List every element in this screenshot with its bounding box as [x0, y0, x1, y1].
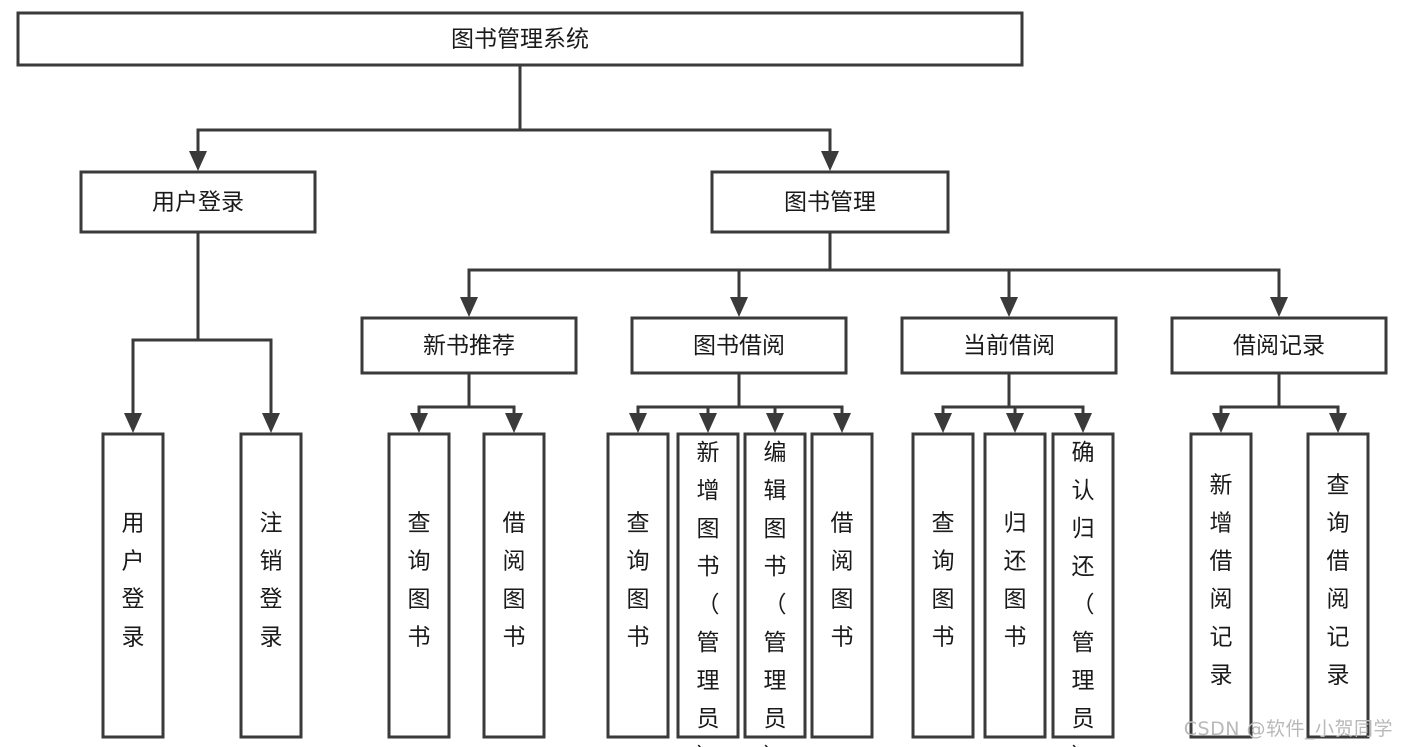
arrow-head-icon — [1270, 297, 1288, 317]
leaf-leaf-query-record[interactable]: 查询借阅记录 — [1306, 432, 1370, 739]
node-layer: 图书管理系统用户登录图书管理新书推荐图书借阅当前借阅借阅记录用户登录注销登录查询… — [16, 11, 1388, 747]
leaf-leaf-add-book[interactable]: 新增图书（管理员） — [676, 432, 740, 747]
node-frame — [676, 432, 740, 739]
leaf-leaf-return-book[interactable]: 归还图书 — [983, 432, 1047, 739]
leaf-leaf-user-logout[interactable]: 注销登录 — [239, 432, 303, 739]
arrow-head-icon — [934, 413, 952, 433]
arrow-head-icon — [189, 151, 207, 171]
arrow-head-icon — [629, 413, 647, 433]
node-label: 借阅图书 — [831, 511, 854, 651]
leaf-leaf-query-book-1[interactable]: 查询图书 — [387, 432, 451, 739]
node-label: 新增借阅记录 — [1210, 473, 1233, 689]
arrow-head-icon — [766, 413, 784, 433]
node-label: 确认归还（管理员） — [1072, 440, 1095, 747]
arrow-head-icon — [410, 413, 428, 433]
node-label: 查询图书 — [932, 511, 955, 651]
node-frame — [360, 316, 578, 375]
arrow-head-icon — [730, 297, 748, 317]
node-book-manage[interactable]: 图书管理 — [710, 170, 950, 234]
arrow-head-icon — [262, 413, 280, 433]
node-frame — [1306, 432, 1370, 739]
node-frame — [900, 316, 1118, 375]
node-user-login[interactable]: 用户登录 — [79, 170, 317, 234]
node-frame — [710, 170, 950, 234]
arrow-head-icon — [1074, 413, 1092, 433]
node-frame — [1189, 432, 1253, 739]
node-label: 查询图书 — [627, 511, 650, 651]
leaf-leaf-add-record[interactable]: 新增借阅记录 — [1189, 432, 1253, 739]
connector-layer — [124, 63, 1347, 433]
leaf-leaf-edit-book[interactable]: 编辑图书（管理员） — [743, 432, 807, 747]
arrow-head-icon — [1000, 297, 1018, 317]
node-frame — [79, 170, 317, 234]
node-frame — [387, 432, 451, 739]
leaf-leaf-query-book-2[interactable]: 查询图书 — [606, 432, 670, 739]
node-label: 编辑图书（管理员） — [764, 440, 787, 747]
node-frame — [1170, 316, 1388, 375]
leaf-leaf-user-login[interactable]: 用户登录 — [101, 432, 165, 739]
node-frame — [810, 432, 874, 739]
node-label: 图书借阅 — [693, 333, 785, 359]
leaf-leaf-borrow-book-2[interactable]: 借阅图书 — [810, 432, 874, 739]
node-frame — [743, 432, 807, 739]
arrow-head-icon — [699, 413, 717, 433]
node-label: 新书推荐 — [423, 333, 515, 359]
node-frame — [911, 432, 975, 739]
node-label: 查询图书 — [408, 511, 431, 651]
node-label: 图书管理 — [784, 190, 876, 216]
node-frame — [1051, 432, 1115, 739]
node-label: 借阅记录 — [1233, 333, 1325, 359]
arrow-head-icon — [821, 151, 839, 171]
node-borrow-records[interactable]: 借阅记录 — [1170, 316, 1388, 375]
leaf-leaf-query-book-3[interactable]: 查询图书 — [911, 432, 975, 739]
arrow-head-icon — [460, 297, 478, 317]
arrow-head-icon — [1329, 413, 1347, 433]
node-label: 图书管理系统 — [451, 27, 589, 53]
node-label: 借阅图书 — [503, 511, 526, 651]
node-label: 查询借阅记录 — [1327, 473, 1350, 689]
node-frame — [101, 432, 165, 739]
csdn-watermark: CSDN @软件_小贺同学 — [1183, 718, 1393, 740]
node-frame — [239, 432, 303, 739]
leaf-leaf-confirm-return[interactable]: 确认归还（管理员） — [1051, 432, 1115, 747]
node-frame — [630, 316, 848, 375]
node-frame — [606, 432, 670, 739]
node-frame — [983, 432, 1047, 739]
leaf-leaf-borrow-book-1[interactable]: 借阅图书 — [482, 432, 546, 739]
node-root-title[interactable]: 图书管理系统 — [16, 11, 1024, 67]
node-book-borrow[interactable]: 图书借阅 — [630, 316, 848, 375]
arrow-head-icon — [505, 413, 523, 433]
arrow-head-icon — [833, 413, 851, 433]
arrow-head-icon — [124, 413, 142, 433]
node-current-borrow[interactable]: 当前借阅 — [900, 316, 1118, 375]
node-label: 新增图书（管理员） — [697, 440, 720, 747]
arrow-head-icon — [1006, 413, 1024, 433]
node-frame — [482, 432, 546, 739]
node-frame — [16, 11, 1024, 67]
arrow-head-icon — [1212, 413, 1230, 433]
node-label: 用户登录 — [122, 511, 145, 651]
node-label: 用户登录 — [152, 190, 244, 216]
node-label: 归还图书 — [1004, 511, 1027, 651]
node-new-book-recommend[interactable]: 新书推荐 — [360, 316, 578, 375]
node-label: 当前借阅 — [963, 333, 1055, 359]
node-label: 注销登录 — [260, 511, 283, 651]
